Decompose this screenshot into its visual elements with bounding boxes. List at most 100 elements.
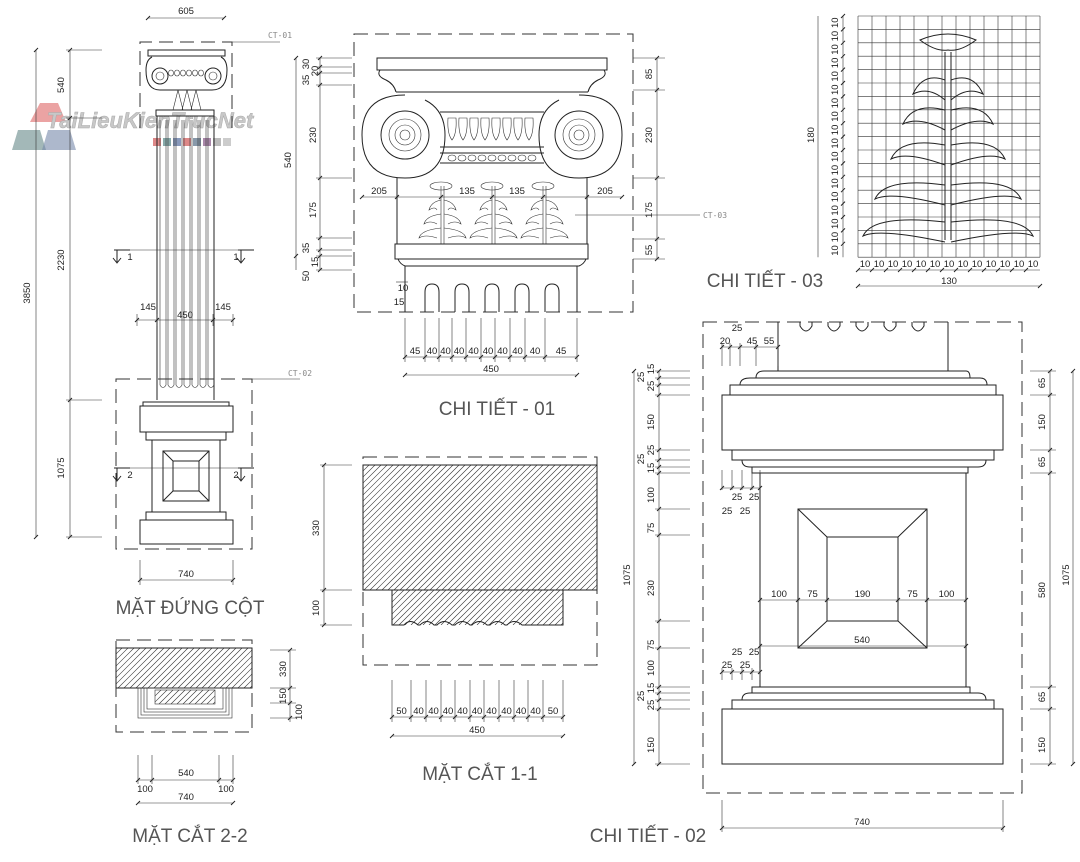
acanthus-leaf bbox=[479, 199, 508, 211]
line bbox=[464, 590, 501, 625]
line bbox=[363, 465, 442, 544]
line bbox=[147, 648, 189, 688]
outline bbox=[731, 449, 995, 461]
outline bbox=[142, 401, 230, 407]
watermark-logo: TaiLieuKienTrucNet bbox=[12, 103, 255, 150]
line bbox=[171, 648, 213, 688]
acanthus-leaf bbox=[530, 199, 559, 211]
line bbox=[579, 572, 597, 590]
dimension-label: 230 bbox=[644, 127, 655, 143]
line bbox=[488, 590, 525, 625]
dimension-label: 10 bbox=[830, 138, 841, 149]
dimension-label: 40 bbox=[428, 706, 439, 717]
line bbox=[1023, 267, 1029, 273]
line bbox=[359, 194, 365, 200]
line bbox=[548, 610, 563, 625]
dimension-label: 175 bbox=[308, 202, 319, 218]
cornice-block bbox=[721, 394, 1004, 451]
line bbox=[117, 648, 159, 688]
dimension-label: 40 bbox=[457, 706, 468, 717]
line bbox=[540, 194, 546, 200]
dimension-label: 75 bbox=[646, 640, 657, 651]
line bbox=[428, 590, 465, 625]
line bbox=[531, 524, 597, 590]
line bbox=[375, 465, 502, 590]
drawing-title: CHI TIẾT - 03 bbox=[707, 270, 824, 292]
line bbox=[694, 465, 819, 590]
dimension-label: 1075 bbox=[622, 564, 633, 585]
line bbox=[840, 13, 846, 19]
dimension-label: 25 bbox=[732, 647, 743, 658]
dimension-label: 230 bbox=[646, 580, 657, 596]
line bbox=[506, 590, 543, 625]
section-cut-marker: 2 bbox=[233, 467, 254, 482]
outline bbox=[172, 460, 200, 492]
section-cut-marker: 1 bbox=[233, 249, 254, 264]
outline bbox=[145, 431, 227, 441]
line bbox=[652, 465, 777, 590]
plinth bbox=[721, 708, 1004, 765]
line bbox=[363, 465, 364, 466]
dimension-label: 15 bbox=[310, 257, 321, 268]
drawing-title: CHI TIẾT - 02 bbox=[590, 825, 707, 847]
line bbox=[155, 690, 168, 703]
arrow-icon bbox=[112, 257, 122, 264]
dimension-label: 25 bbox=[636, 691, 647, 702]
capital-volutes bbox=[145, 56, 228, 91]
base-callout-box bbox=[115, 378, 253, 550]
line bbox=[1037, 283, 1043, 289]
line bbox=[584, 194, 590, 200]
line bbox=[712, 465, 837, 590]
line bbox=[293, 55, 299, 61]
line bbox=[560, 622, 563, 625]
line bbox=[116, 648, 117, 649]
line bbox=[201, 648, 243, 688]
bead-ornament bbox=[477, 154, 487, 162]
line bbox=[658, 465, 783, 590]
line bbox=[507, 500, 597, 590]
line bbox=[1070, 368, 1076, 374]
dimension-label: 50 bbox=[301, 271, 312, 282]
dimension-label: 10 bbox=[930, 259, 941, 270]
flute bbox=[199, 120, 207, 388]
line bbox=[585, 590, 620, 625]
line bbox=[574, 372, 580, 378]
line bbox=[664, 465, 789, 590]
flute bbox=[191, 120, 199, 388]
line bbox=[670, 465, 795, 590]
line bbox=[536, 598, 563, 625]
line bbox=[116, 648, 147, 679]
line bbox=[567, 560, 597, 590]
bead-ornament bbox=[457, 154, 467, 162]
line bbox=[198, 490, 210, 502]
line bbox=[840, 67, 846, 72]
dimension-label: 330 bbox=[311, 520, 322, 536]
acanthus-leaf bbox=[901, 107, 995, 131]
line bbox=[512, 590, 549, 625]
detail-frame bbox=[353, 33, 634, 313]
dimension-label: 10 bbox=[830, 205, 841, 216]
right-volute bbox=[538, 94, 623, 179]
volute-spiral bbox=[573, 129, 585, 141]
dimension-label: 10 bbox=[1000, 259, 1011, 270]
line bbox=[995, 267, 1001, 273]
line bbox=[530, 592, 563, 625]
line bbox=[795, 597, 801, 603]
dimension-label: 10 bbox=[830, 178, 841, 189]
dimension-label: 205 bbox=[597, 186, 613, 197]
dimension-label: 205 bbox=[371, 186, 387, 197]
dimension-label: 150 bbox=[278, 688, 289, 704]
flute-arch bbox=[484, 283, 500, 312]
line bbox=[435, 465, 562, 590]
line bbox=[141, 648, 183, 688]
outline bbox=[751, 466, 969, 474]
dimension-label: 40 bbox=[472, 706, 483, 717]
line bbox=[33, 47, 39, 53]
line bbox=[363, 465, 472, 574]
abacus bbox=[376, 57, 608, 71]
line bbox=[363, 465, 412, 514]
line bbox=[981, 267, 987, 273]
leaf-flower bbox=[919, 33, 977, 51]
